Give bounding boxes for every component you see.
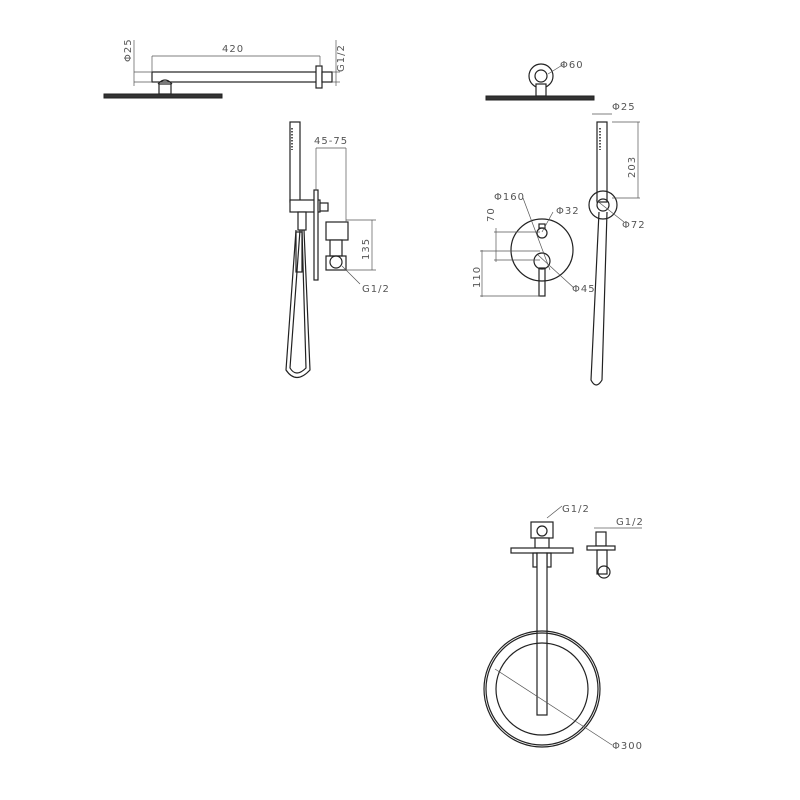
dim-top-arm-thread: G1/2 <box>562 504 590 515</box>
side-view-shower-arm <box>103 40 340 99</box>
top-view-shower <box>483 505 642 748</box>
dim-valve-thread: G1/2 <box>362 284 390 295</box>
dim-plate-diameter: Φ160 <box>494 192 525 203</box>
front-view-valve-plate <box>480 197 575 297</box>
dim-lever-offset: 110 <box>472 266 483 288</box>
dim-wall-depth: 45-75 <box>314 136 348 147</box>
dim-arm-thread: G1/2 <box>336 44 347 72</box>
side-view-valve <box>285 121 349 379</box>
dim-lever-diameter: Φ45 <box>572 284 596 295</box>
dim-diverter-offset: 70 <box>486 207 497 222</box>
dim-diverter-diameter: Φ32 <box>556 206 580 217</box>
dim-flange-diameter: Φ60 <box>560 60 584 71</box>
dim-holder-diameter: Φ72 <box>622 220 646 231</box>
dim-arm-diameter: Φ25 <box>123 38 134 62</box>
dim-valve-height: 135 <box>361 238 372 260</box>
front-view-handshower <box>588 113 640 386</box>
dim-handshower-diameter: Φ25 <box>612 102 636 113</box>
dim-head-diameter: Φ300 <box>612 741 643 752</box>
dim-outlet-thread: G1/2 <box>616 517 644 528</box>
dim-arm-length: 420 <box>222 44 244 55</box>
dim-handshower-length: 203 <box>627 156 638 178</box>
front-view-shower-head <box>485 63 595 101</box>
